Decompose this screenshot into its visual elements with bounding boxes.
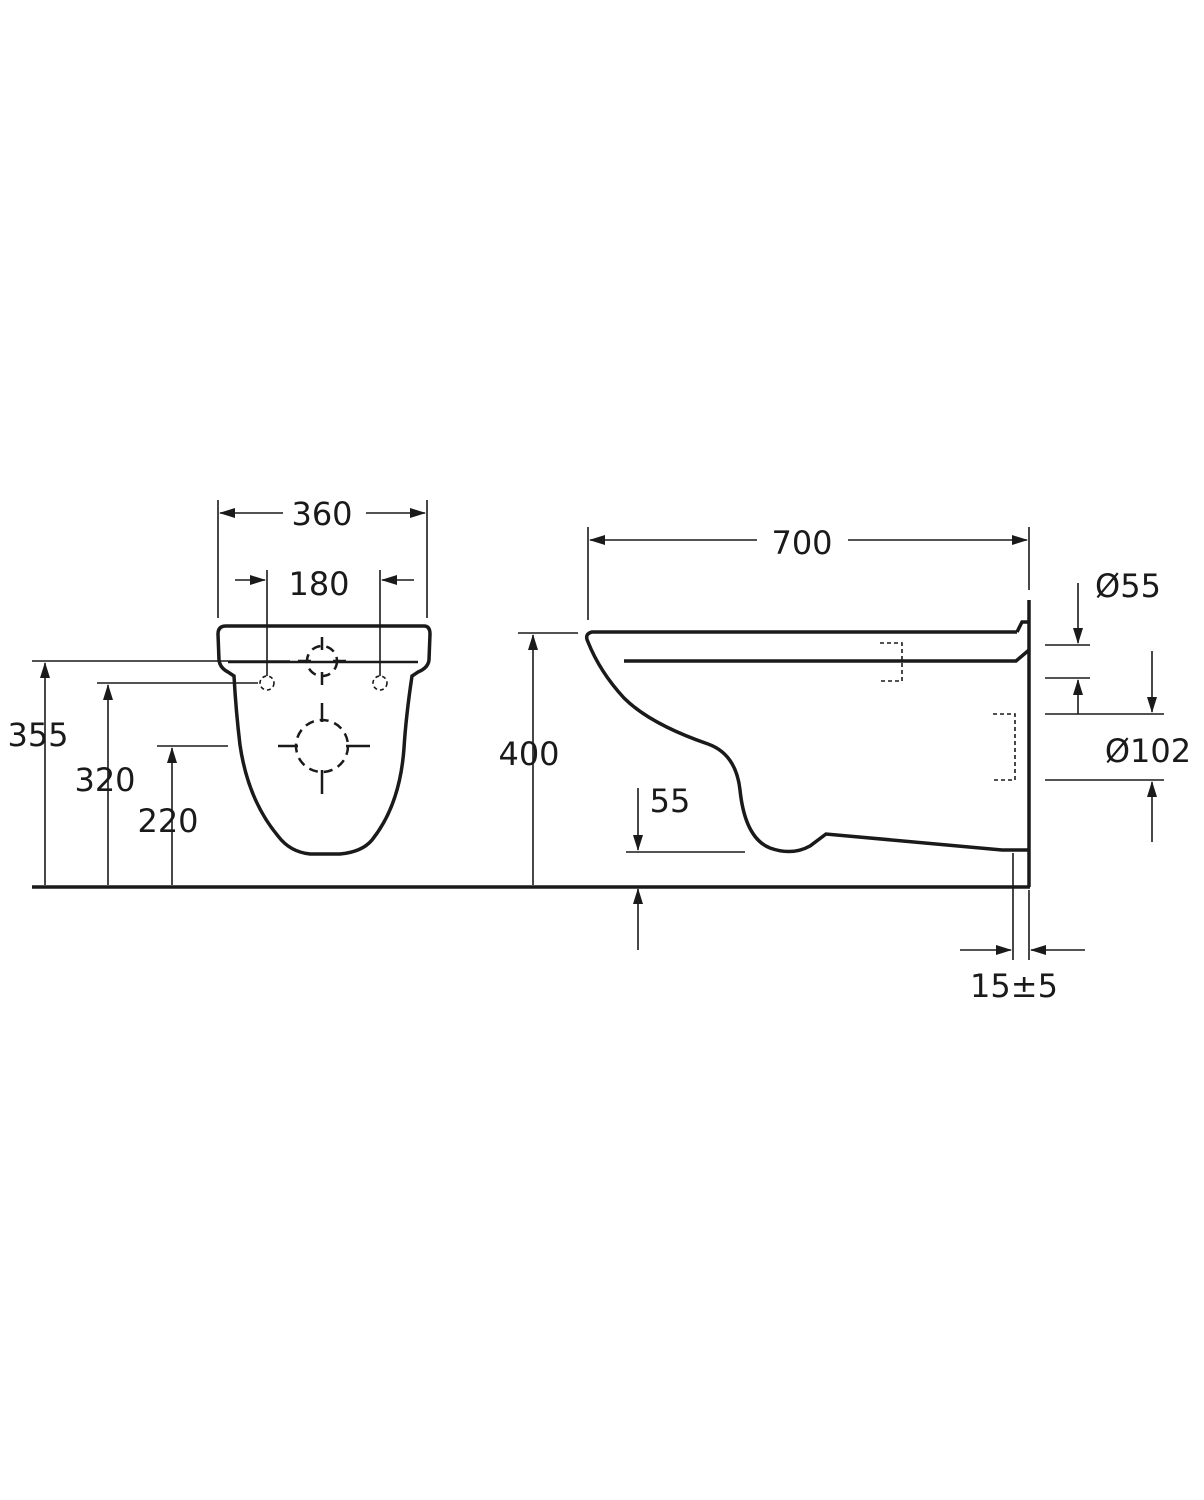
dim-width-360: 360 (291, 495, 352, 533)
dim-offset-55: 55 (650, 782, 691, 820)
dim-height-355: 355 (7, 716, 68, 754)
front-inlet-crosshair-icon (298, 637, 346, 685)
inlet-connector-dashed (880, 642, 903, 682)
front-view: 360 180 355 320 220 (7, 495, 432, 885)
front-bowl-outline (216, 624, 432, 856)
side-seat-line (624, 648, 1031, 663)
outlet-connector-dashed (993, 713, 1016, 781)
left-fixing-hole-icon (259, 675, 275, 691)
dim-outlet-diameter-102: Ø102 (1105, 732, 1191, 770)
right-fixing-hole-icon (372, 675, 388, 691)
front-outlet-crosshair-icon (278, 703, 370, 794)
dim-wall-gap-15: 15±5 (970, 967, 1058, 1005)
dim-height-320: 320 (74, 761, 135, 799)
dim-height-400: 400 (498, 735, 559, 773)
side-bowl-outline (584, 630, 1029, 854)
side-view: 700 400 55 Ø55 Ø102 15±5 (498, 524, 1191, 1005)
dim-spacing-180: 180 (288, 565, 349, 603)
dim-inlet-diameter-55: Ø55 (1095, 567, 1161, 605)
dim-height-220: 220 (137, 802, 198, 840)
dim-depth-700: 700 (771, 524, 832, 562)
